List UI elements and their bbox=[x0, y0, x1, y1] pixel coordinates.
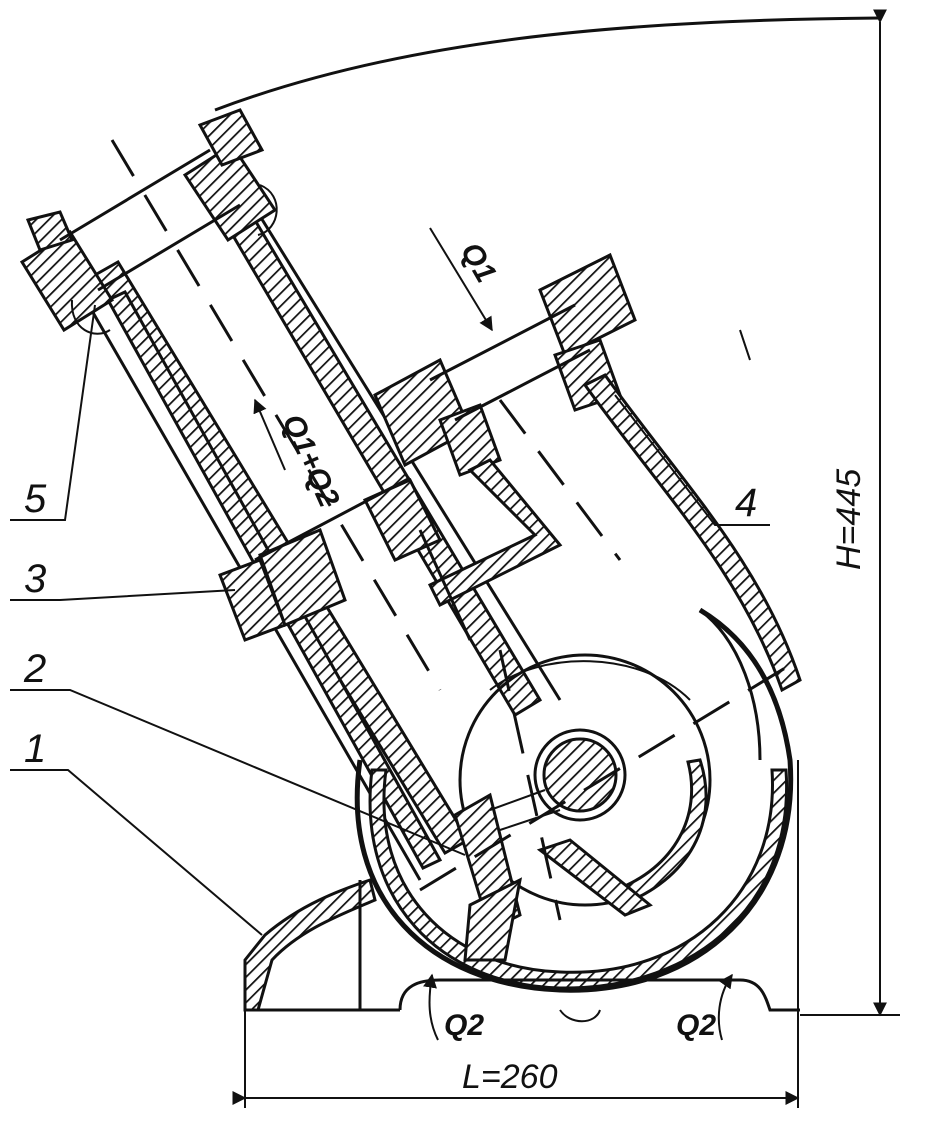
label-part-1: 1 bbox=[24, 727, 46, 771]
label-part-2: 2 bbox=[23, 647, 46, 691]
label-flow-q1q2: Q1+Q2 bbox=[276, 409, 346, 512]
envelope-right-edge bbox=[739, 329, 751, 361]
centerline-suction bbox=[498, 399, 622, 561]
centerline-vertical bbox=[498, 649, 562, 921]
flow-arrow-q1 bbox=[429, 227, 493, 332]
label-part-3: 3 bbox=[24, 557, 46, 601]
label-dim-length: L=260 bbox=[462, 1058, 558, 1096]
envelope-arc bbox=[214, 16, 881, 112]
middle-flange bbox=[218, 476, 443, 642]
suction-branch bbox=[373, 252, 802, 693]
label-part-5: 5 bbox=[24, 477, 47, 521]
leader-3 bbox=[10, 589, 236, 601]
flow-arrow-q1q2 bbox=[253, 398, 286, 471]
leader-4 bbox=[614, 394, 770, 526]
leader-1 bbox=[10, 769, 263, 936]
impeller bbox=[453, 728, 653, 962]
leader-5 bbox=[10, 304, 96, 521]
pump-base bbox=[243, 878, 800, 1023]
upper-flange bbox=[19, 108, 278, 335]
label-flow-q2-left: Q2 bbox=[444, 1009, 484, 1042]
label-part-4: 4 bbox=[735, 481, 757, 525]
label-dim-height: H=445 bbox=[830, 469, 868, 570]
centerline-casing bbox=[419, 663, 791, 892]
leader-2 bbox=[10, 689, 466, 856]
flow-arrow-q2-right bbox=[717, 973, 733, 1041]
flow-arrow-q2-left bbox=[423, 973, 439, 1041]
centerline-discharge bbox=[110, 139, 442, 691]
label-flow-q2-right: Q2 bbox=[676, 1009, 716, 1042]
